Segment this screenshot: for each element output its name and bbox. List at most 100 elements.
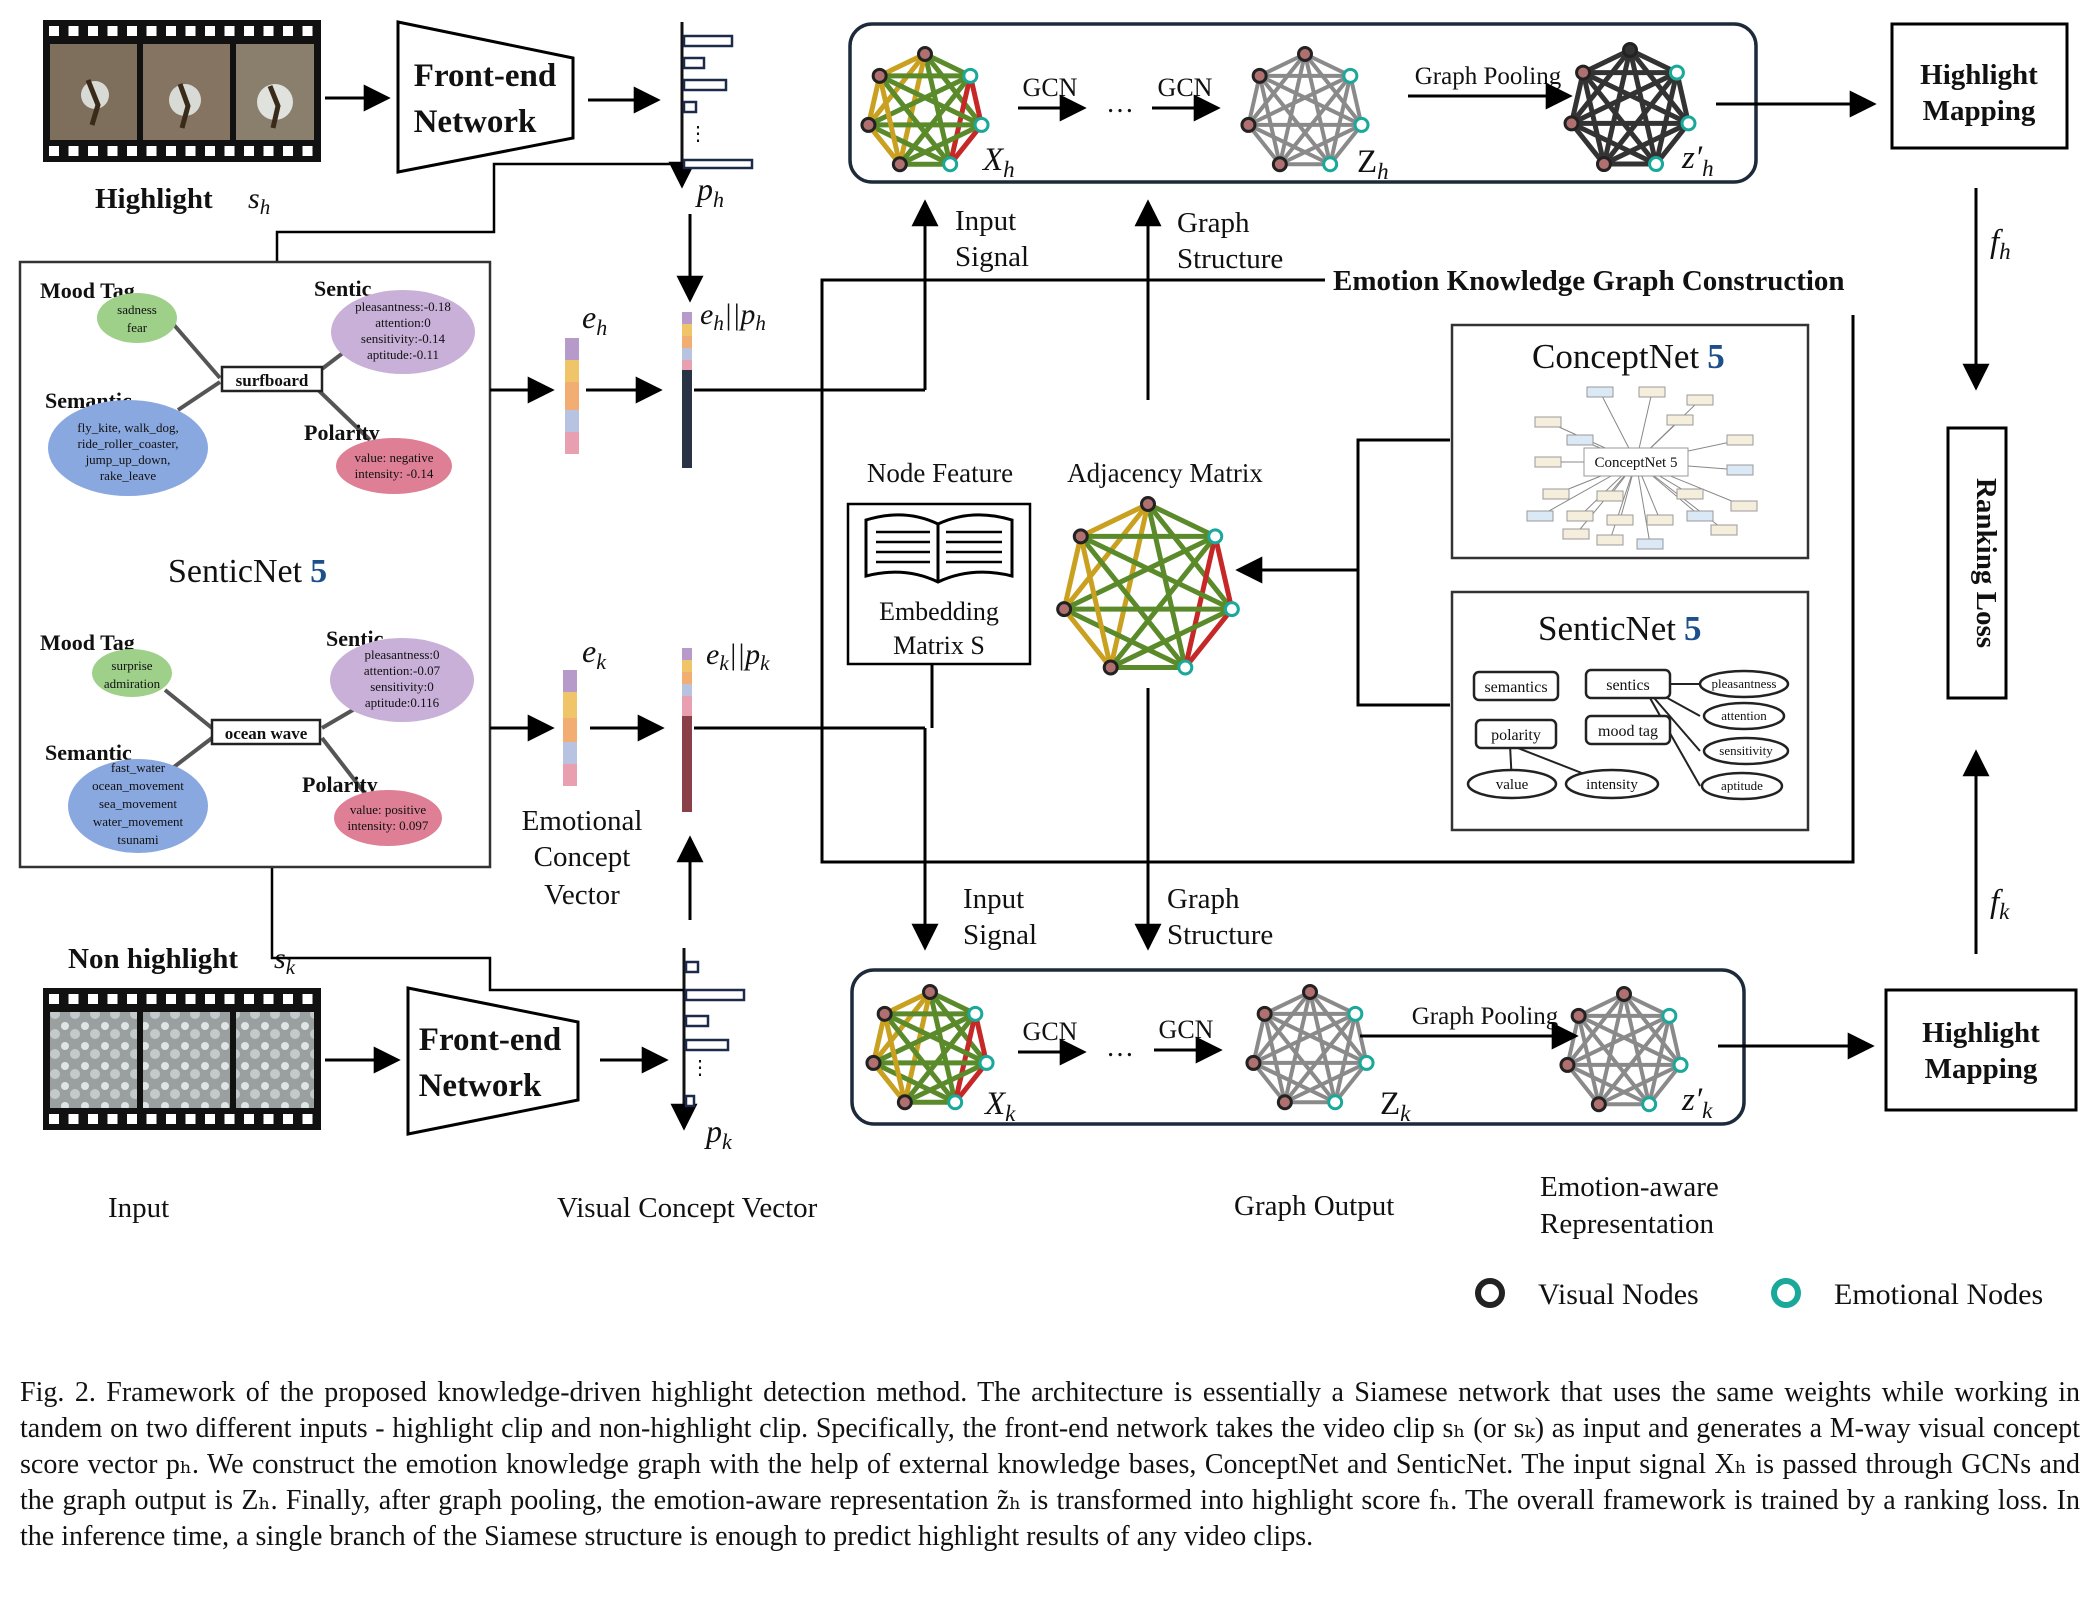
svg-text:aptitude:0.116: aptitude:0.116 bbox=[365, 695, 440, 710]
svg-text:Sentic: Sentic bbox=[314, 276, 372, 301]
svg-text:ConceptNet 5: ConceptNet 5 bbox=[1595, 455, 1678, 471]
nonhighlight-input-symbol: sk bbox=[274, 942, 296, 979]
emotional-node bbox=[1661, 1007, 1678, 1024]
emotional-node bbox=[1322, 156, 1339, 173]
visual-concept-vector-caption: Visual Concept Vector bbox=[557, 1192, 818, 1224]
top-graph-pooling-label: Graph Pooling bbox=[1415, 63, 1562, 90]
ekg-construction-outline bbox=[820, 278, 1855, 864]
svg-text:value: negative: value: negative bbox=[354, 450, 433, 465]
svg-text:value: positive: value: positive bbox=[350, 802, 426, 817]
svg-text:sensitivity: sensitivity bbox=[1719, 743, 1773, 758]
visual-node bbox=[891, 156, 908, 173]
visual-node bbox=[1622, 42, 1638, 58]
top-z-label: Zh bbox=[1357, 144, 1389, 184]
visual-node bbox=[1140, 496, 1156, 512]
nonhighlight-input-label: Non highlight bbox=[68, 943, 238, 975]
svg-text:pleasantness: pleasantness bbox=[1712, 676, 1777, 691]
conceptnet-mini-graph bbox=[1526, 386, 1758, 550]
emotional-nodes-legend-label: Emotional Nodes bbox=[1834, 1278, 2043, 1311]
nonhighlight-concept-vector-label: ek bbox=[582, 633, 607, 674]
visual-node bbox=[876, 1005, 893, 1022]
svg-text:pleasantness:0: pleasantness:0 bbox=[364, 647, 439, 662]
highlight-film-strip bbox=[43, 20, 321, 162]
visual-nodes-legend-label: Visual Nodes bbox=[1538, 1278, 1699, 1311]
semantic-ellipse bbox=[48, 400, 208, 496]
visual-node bbox=[1595, 156, 1612, 173]
surfboard-concept-cluster: Mood Tag sadness fear Sentic pleasantnes… bbox=[40, 276, 475, 496]
highlight-concatenated-vector bbox=[682, 312, 692, 468]
svg-text:surprise: surprise bbox=[111, 658, 152, 673]
adjacency-heptagon bbox=[1056, 496, 1240, 676]
nonhighlight-emotional-concept-vector bbox=[563, 670, 577, 786]
visual-node bbox=[1570, 1007, 1587, 1024]
svg-text:pleasantness:-0.18: pleasantness:-0.18 bbox=[355, 299, 451, 314]
emotion-aware-caption-1: Emotion-aware bbox=[1540, 1171, 1719, 1203]
bottom-zprime-label: z′k bbox=[1681, 1082, 1713, 1123]
bottom-graph-structure-2: Structure bbox=[1167, 919, 1273, 951]
adjacency-matrix-graph bbox=[1056, 496, 1240, 676]
nonhighlight-frame-2 bbox=[143, 1012, 230, 1108]
emotional-node bbox=[1223, 601, 1240, 618]
visual-node bbox=[1245, 1054, 1262, 1071]
visual-node bbox=[922, 984, 938, 1000]
emotional-node bbox=[1207, 528, 1224, 545]
emotional-node bbox=[1353, 116, 1370, 133]
svg-text:sea_movement: sea_movement bbox=[99, 796, 177, 811]
svg-text:ride_roller_coaster,: ride_roller_coaster, bbox=[78, 436, 179, 451]
bottom-input-graph-xk bbox=[865, 984, 995, 1111]
highlight-visual-vector-label: ph bbox=[695, 171, 724, 212]
bottom-z-label: Zk bbox=[1380, 1086, 1411, 1126]
visual-node bbox=[1056, 601, 1073, 618]
visual-node bbox=[1590, 1096, 1607, 1113]
visual-node bbox=[1616, 986, 1632, 1002]
svg-text:intensity: -0.14: intensity: -0.14 bbox=[355, 466, 434, 481]
svg-text:rake_leave: rake_leave bbox=[100, 468, 157, 483]
top-input-signal-2: Signal bbox=[955, 241, 1029, 273]
sentic-ellipse bbox=[331, 290, 475, 374]
figure-caption: Fig. 2. Framework of the proposed knowle… bbox=[20, 1377, 2080, 1552]
svg-text:intensity: 0.097: intensity: 0.097 bbox=[348, 818, 429, 833]
emotional-node bbox=[1327, 1094, 1344, 1111]
nonhighlight-visual-concept-vector: ⋮ bbox=[670, 948, 746, 1131]
emotional-node bbox=[1648, 156, 1665, 173]
nonhighlight-film-strip bbox=[43, 988, 321, 1130]
emotional-node bbox=[942, 156, 959, 173]
svg-text:sensitivity:0: sensitivity:0 bbox=[370, 679, 434, 694]
top-graph-output-zh bbox=[1240, 46, 1370, 173]
surfboard-concept-box bbox=[220, 365, 324, 393]
svg-text:ocean wave: ocean wave bbox=[225, 724, 308, 743]
visual-node bbox=[1251, 67, 1268, 84]
top-x-label: Xh bbox=[981, 142, 1015, 182]
visual-node bbox=[1102, 659, 1119, 676]
svg-text:attention:-0.07: attention:-0.07 bbox=[364, 663, 441, 678]
emotional-node bbox=[962, 67, 979, 84]
top-input-signal-1: Input bbox=[955, 205, 1016, 237]
svg-text:jump_up_down,: jump_up_down, bbox=[85, 452, 171, 467]
adjacency-matrix-label: Adjacency Matrix bbox=[1067, 458, 1263, 488]
emotional-node bbox=[1641, 1096, 1658, 1113]
svg-text:Network: Network bbox=[419, 1068, 542, 1104]
svg-text:Highlight: Highlight bbox=[1920, 59, 2038, 91]
svg-text:sentics: sentics bbox=[1606, 677, 1650, 694]
highlight-visual-concept-vector: ⋮ bbox=[668, 22, 754, 189]
svg-text:Network: Network bbox=[414, 104, 537, 140]
visual-node bbox=[1240, 116, 1257, 133]
svg-text:Front-end: Front-end bbox=[419, 1022, 561, 1058]
node-feature-label: Node Feature bbox=[867, 458, 1013, 488]
top-gcn-label-2: GCN bbox=[1158, 73, 1213, 102]
visual-node bbox=[860, 116, 877, 133]
svg-text:Ranking Loss: Ranking Loss bbox=[1970, 478, 2002, 648]
emotional-node bbox=[1668, 64, 1685, 81]
mood-tag-ellipse bbox=[97, 293, 177, 343]
emotional-node bbox=[967, 1005, 984, 1022]
svg-text:sadness: sadness bbox=[117, 302, 157, 317]
highlight-input-symbol: sh bbox=[248, 182, 270, 219]
svg-text:⋮: ⋮ bbox=[690, 1057, 710, 1079]
visual-node bbox=[1563, 115, 1580, 132]
visual-node bbox=[917, 46, 933, 62]
emotional-node bbox=[1358, 1054, 1375, 1071]
highlight-front-end-network: Front-end Network bbox=[396, 20, 575, 174]
svg-text:⋮: ⋮ bbox=[688, 123, 708, 145]
